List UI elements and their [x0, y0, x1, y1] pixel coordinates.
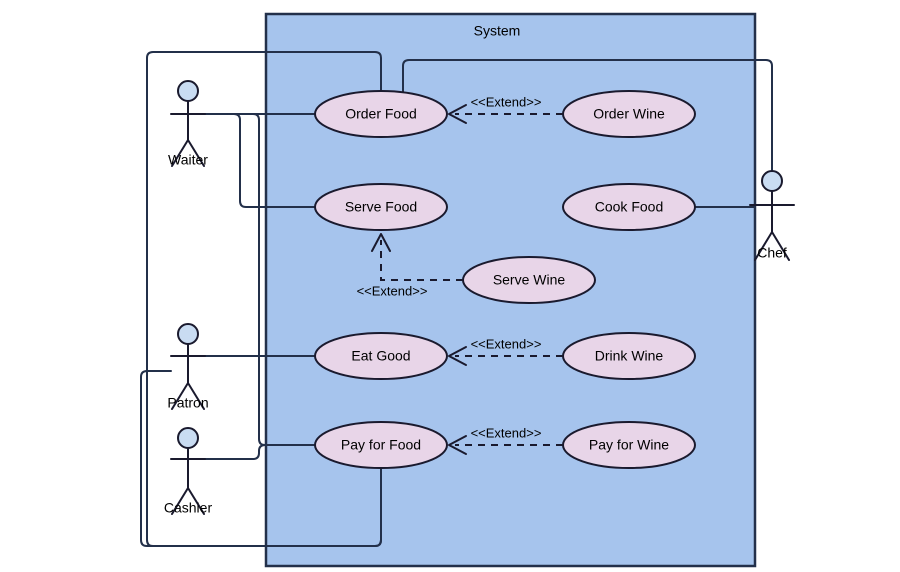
usecase-ellipse[interactable] — [562, 183, 696, 231]
usecase-label: Eat Good — [351, 348, 410, 364]
usecase-label: Serve Food — [345, 199, 417, 215]
association-lines — [140, 51, 773, 547]
actor-waiter[interactable]: Waiter — [168, 80, 208, 168]
actors: Waiter Chef Patron Cashier — [164, 80, 795, 516]
usecase-label: Serve Wine — [493, 272, 566, 288]
usecase-eat-good[interactable]: Eat Good — [314, 332, 448, 380]
usecase-label: Pay for Food — [341, 437, 421, 453]
usecase-order-wine[interactable]: Order Wine — [562, 90, 696, 138]
actor-body-icon — [170, 343, 206, 410]
usecase-serve-food[interactable]: Serve Food — [314, 183, 448, 231]
usecase-pay-for-food[interactable]: Pay for Food — [314, 421, 448, 469]
usecase-ellipse[interactable] — [314, 421, 448, 469]
actor-label: Chef — [757, 245, 787, 261]
actor-head-icon — [177, 323, 199, 345]
assoc-pay-for-food-bottom-rail — [374, 467, 382, 547]
actor-head-icon — [177, 80, 199, 102]
extend-line-serve-wine — [380, 240, 463, 281]
usecase-ellipse[interactable] — [314, 332, 448, 380]
use-cases: Order Food Order Wine Serve Food Cook Fo… — [314, 90, 696, 469]
usecase-label: Pay for Wine — [589, 437, 669, 453]
actor-head-icon — [177, 427, 199, 449]
extend-arrowhead-order-food — [448, 104, 467, 124]
actor-label: Waiter — [168, 152, 208, 168]
usecase-ellipse[interactable] — [562, 421, 696, 469]
usecase-serve-wine[interactable]: Serve Wine — [462, 256, 596, 304]
system-boundary-label: System — [474, 23, 521, 39]
actor-chef[interactable]: Chef — [749, 170, 795, 261]
extend-arrowhead-pay-for-food — [448, 435, 467, 455]
actor-patron[interactable]: Patron — [167, 323, 209, 411]
usecase-label: Order Food — [345, 106, 417, 122]
usecase-ellipse[interactable] — [562, 332, 696, 380]
usecase-pay-for-wine[interactable]: Pay for Wine — [562, 421, 696, 469]
usecase-cook-food[interactable]: Cook Food — [562, 183, 696, 231]
extend-relations: Order Food --> <<Extend>> Serve Food (L-… — [357, 94, 563, 455]
usecase-ellipse[interactable] — [462, 256, 596, 304]
actor-body-icon — [170, 447, 206, 515]
usecase-label: Order Wine — [593, 106, 665, 122]
extend-arrowhead-eat-good — [448, 346, 467, 366]
actor-label: Cashier — [164, 500, 213, 516]
usecase-ellipse[interactable] — [314, 183, 448, 231]
assoc-chef-order-food — [402, 59, 773, 173]
actor-cashier[interactable]: Cashier — [164, 427, 213, 516]
usecase-drink-wine[interactable]: Drink Wine — [562, 332, 696, 380]
extend-label-order-wine: <<Extend>> — [471, 94, 542, 109]
extend-label-pay-for-wine: <<Extend>> — [471, 425, 542, 440]
assoc-cashier-pay-for-food — [204, 444, 316, 460]
extend-arrowhead-serve-food — [371, 233, 391, 252]
assoc-waiter-outer-rail-top — [146, 51, 382, 92]
extend-label-drink-wine: <<Extend>> — [471, 336, 542, 351]
usecase-label: Drink Wine — [595, 348, 664, 364]
usecase-label: Cook Food — [595, 199, 663, 215]
actor-body-icon — [749, 190, 795, 261]
actor-body-icon — [170, 100, 206, 167]
assoc-patron-pay-for-food — [140, 370, 376, 547]
usecase-order-food[interactable]: Order Food — [314, 90, 448, 138]
extend-label-serve-wine: <<Extend>> — [357, 283, 428, 298]
usecase-ellipse[interactable] — [562, 90, 696, 138]
usecase-ellipse[interactable] — [314, 90, 448, 138]
actor-head-icon — [761, 170, 783, 192]
actor-label: Patron — [167, 395, 208, 411]
